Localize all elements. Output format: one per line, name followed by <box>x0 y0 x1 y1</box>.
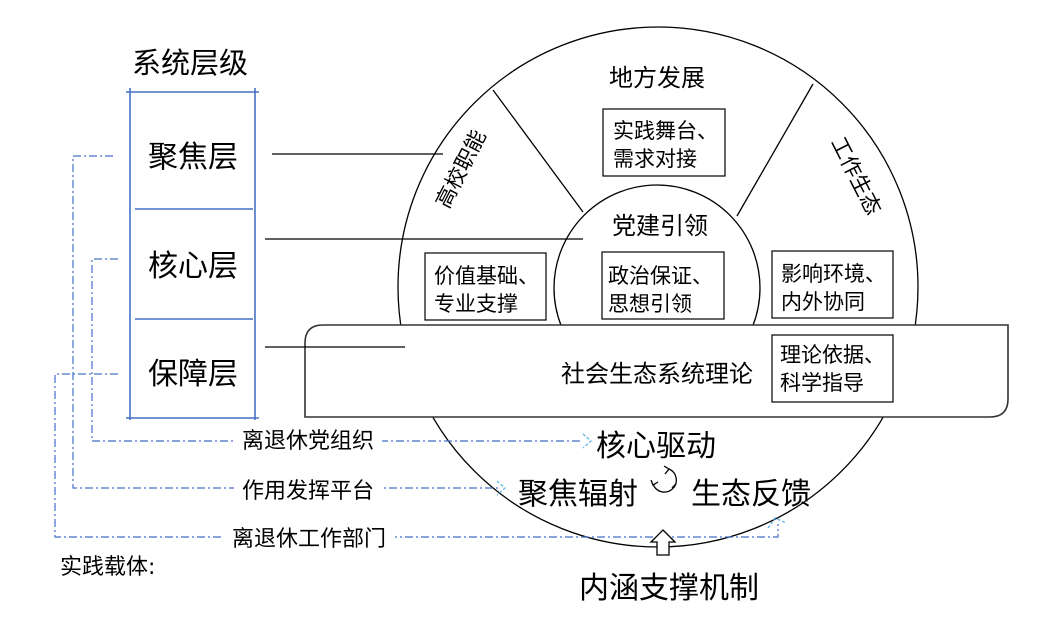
box-right-line1: 影响环境、 <box>781 262 886 286</box>
sector-divider-right <box>736 83 814 217</box>
sector-label-top: 地方发展 <box>609 64 705 92</box>
box-theory <box>771 334 894 403</box>
connector-focus <box>72 155 498 489</box>
box-theory-line1: 理论依据、 <box>780 343 885 367</box>
sector-divider-left <box>492 89 584 213</box>
mechanism-support: 内涵支撑机制 <box>579 571 759 606</box>
box-right-line2: 内外协同 <box>781 290 865 314</box>
carrier-platform: 作用发挥平台 <box>242 479 374 504</box>
box-theory-line2: 科学指导 <box>780 371 864 395</box>
up-arrow-icon <box>649 529 677 556</box>
cycle-arrows-icon <box>650 465 677 493</box>
box-top-line2: 需求对接 <box>613 147 697 171</box>
level-focus: 聚焦层 <box>148 140 238 175</box>
mechanism-core-drive: 核心驱动 <box>596 429 716 464</box>
arrowhead-core <box>582 433 592 449</box>
box-center <box>601 251 725 320</box>
box-center-line2: 思想引领 <box>608 292 692 316</box>
box-left <box>424 252 547 321</box>
box-top-line1: 实践舞台、 <box>613 119 718 143</box>
levels-column <box>126 88 259 420</box>
arrowhead-feedback <box>767 517 787 529</box>
level-core: 核心层 <box>148 249 238 284</box>
box-right <box>771 250 894 319</box>
carrier-party-org: 离退休党组织 <box>242 429 374 454</box>
carriers-title: 实践载体: <box>60 555 155 580</box>
mechanism-feedback: 生态反馈 <box>691 477 811 512</box>
box-left-line1: 价值基础、 <box>434 264 539 288</box>
carrier-department: 离退休工作部门 <box>232 527 386 552</box>
box-left-line2: 专业支撑 <box>434 292 518 316</box>
box-top <box>602 108 726 177</box>
theory-band-label: 社会生态系统理论 <box>561 360 753 388</box>
levels-title: 系统层级 <box>132 46 248 80</box>
level-support: 保障层 <box>148 357 238 392</box>
core-label: 党建引领 <box>612 212 708 240</box>
mechanism-focus: 聚焦辐射 <box>518 477 638 512</box>
sector-label-left: 高校职能 <box>431 126 491 212</box>
box-center-line1: 政治保证、 <box>608 264 713 288</box>
connector-support <box>54 373 779 538</box>
arrowhead-focus <box>496 480 506 496</box>
